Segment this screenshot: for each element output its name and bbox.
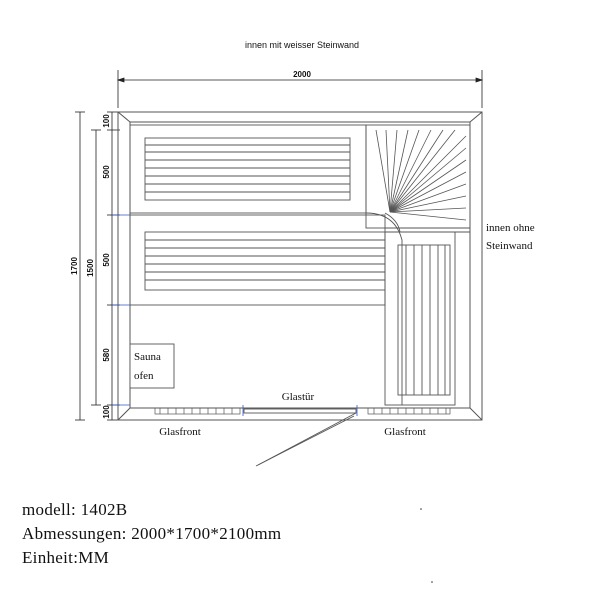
total-height-label: 1700	[70, 257, 79, 275]
glass-front-right	[367, 407, 451, 415]
width-dimension	[116, 70, 484, 108]
glass-front-left-label: Glasfront	[159, 426, 201, 438]
height-dimension-accents	[112, 214, 130, 406]
dimensions-info: Abmessungen: 2000*1700*2100mm	[22, 524, 282, 543]
sauna-oven-label-line2: ofen	[134, 370, 154, 382]
lower-bench	[129, 214, 386, 306]
seg-lower-bench-label: 500	[102, 253, 111, 267]
seg-bottom-label: 100	[102, 405, 111, 419]
sauna-oven-label-line1: Sauna	[134, 351, 161, 363]
model-info: modell: 1402B	[22, 500, 128, 519]
seg-top-label: 100	[102, 114, 111, 128]
upper-bench	[129, 124, 367, 214]
glass-door-accents	[242, 405, 358, 416]
corner-bench	[365, 124, 471, 405]
width-dimension-label: 2000	[293, 70, 311, 79]
stray-dot	[420, 508, 422, 510]
glass-front-left	[154, 407, 241, 415]
inner-height-label: 1500	[86, 259, 95, 277]
seg-upper-bench-label: 500	[102, 165, 111, 179]
seg-lower-label: 580	[102, 348, 111, 362]
right-wall-label-line2: Steinwand	[486, 240, 533, 252]
glass-door	[243, 408, 357, 467]
caption-stone-wall: innen mit weisser Steinwand	[245, 40, 359, 50]
corner-bench-radial-slats	[375, 129, 467, 221]
right-bench	[384, 231, 456, 406]
stray-dot	[431, 581, 433, 583]
glass-front-right-label: Glasfront	[384, 426, 426, 438]
height-dimensions	[75, 111, 120, 421]
right-wall-label-line1: innen ohne	[486, 222, 535, 234]
unit-info: Einheit:MM	[22, 548, 110, 567]
sauna-oven	[129, 343, 175, 389]
glass-door-label: Glastür	[282, 391, 315, 403]
